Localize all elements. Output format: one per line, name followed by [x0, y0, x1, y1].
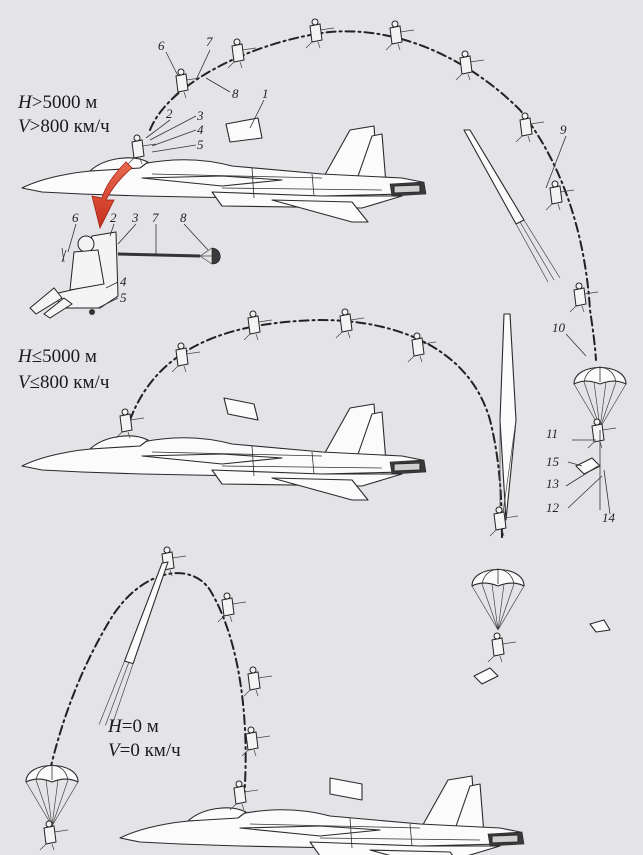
- condition-high-altitude: H>5000 м: [17, 92, 97, 113]
- main-parachute-bottom: [25, 764, 79, 827]
- condition-medium-speed: V≤800 км/ч: [18, 372, 110, 393]
- callout-1: 1: [262, 86, 269, 101]
- main-parachute-top: [573, 366, 627, 429]
- condition-zero-speed: V=0 км/ч: [108, 740, 181, 761]
- detail-callout-7: 7: [152, 210, 159, 225]
- callout-labels: 1 2 3 4 5 6 7 8 9 10 11 12 13 14 15 2 3 …: [72, 34, 616, 525]
- callout-15: 15: [546, 454, 560, 469]
- main-parachute-middle: [471, 568, 525, 631]
- detail-callout-5: 5: [120, 290, 127, 305]
- detail-callout-3: 3: [131, 210, 139, 225]
- callout-3: 3: [196, 108, 204, 123]
- detail-callout-6: 6: [72, 210, 79, 225]
- detail-callout-4: 4: [120, 274, 127, 289]
- fighter-jet-middle: [21, 403, 427, 501]
- callout-10: 10: [552, 320, 566, 335]
- leader-lines: [67, 49, 587, 357]
- fighter-jet-top: [21, 125, 427, 223]
- callout-12: 12: [546, 500, 560, 515]
- callout-14: 14: [602, 510, 616, 525]
- callout-13: 13: [546, 476, 560, 491]
- detail-callout-8: 8: [180, 210, 187, 225]
- callout-9: 9: [560, 122, 567, 137]
- seat-detail-figure: [29, 231, 221, 319]
- callout-8: 8: [232, 86, 239, 101]
- callout-2: 2: [166, 106, 173, 121]
- condition-zero-altitude: H=0 м: [107, 716, 159, 737]
- condition-high-speed: V>800 км/ч: [18, 116, 110, 137]
- canopy-part: [225, 117, 263, 143]
- fighter-jet-bottom: [119, 775, 525, 855]
- callout-5: 5: [197, 137, 204, 152]
- detail-callout-2: 2: [110, 210, 117, 225]
- callout-6: 6: [158, 38, 165, 53]
- ejection-direction-arrow: [91, 161, 133, 230]
- callout-11: 11: [546, 426, 558, 441]
- condition-medium-altitude: H≤5000 м: [17, 346, 97, 367]
- callout-7: 7: [206, 34, 213, 49]
- callout-4: 4: [197, 122, 204, 137]
